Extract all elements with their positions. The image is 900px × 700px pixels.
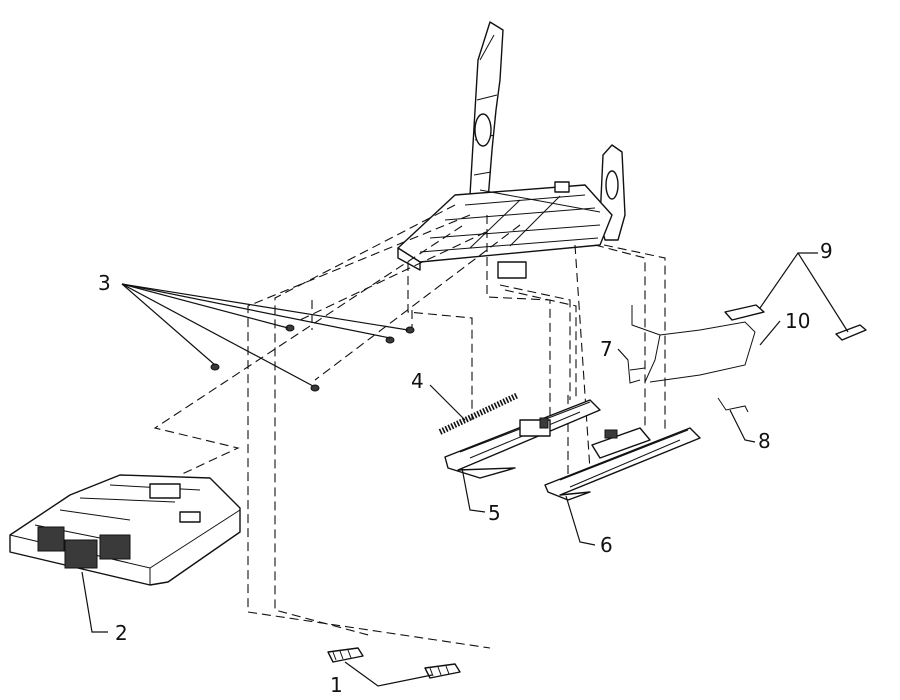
- part-5-left-track: [444, 399, 601, 479]
- callout-3: 3: [98, 271, 111, 295]
- callout-8: 8: [758, 429, 771, 453]
- callout-6: 6: [600, 533, 613, 557]
- part-9-brackets: [724, 304, 867, 341]
- part-2-seat-pan: [9, 474, 241, 586]
- part-1-end-caps: [327, 647, 461, 679]
- part-4-spring: [438, 392, 520, 435]
- part-3-fasteners: [210, 324, 415, 392]
- part-6-right-track: [544, 427, 701, 501]
- callout-labels: 1 2 3 4 5 6 7 8 9 10: [98, 239, 833, 697]
- callout-5: 5: [488, 501, 501, 525]
- part-10-cable: [631, 305, 756, 383]
- callout-1: 1: [330, 673, 343, 697]
- assembly-guide-lines: [153, 204, 666, 649]
- part-7-lever: [627, 359, 646, 384]
- callout-4: 4: [411, 369, 424, 393]
- callout-10: 10: [785, 309, 810, 333]
- leader-lines: [81, 252, 849, 687]
- callout-9: 9: [820, 239, 833, 263]
- callout-2: 2: [115, 621, 128, 645]
- part-8-clip: [717, 397, 749, 413]
- seat-frame: [397, 21, 626, 279]
- callout-7: 7: [600, 337, 613, 361]
